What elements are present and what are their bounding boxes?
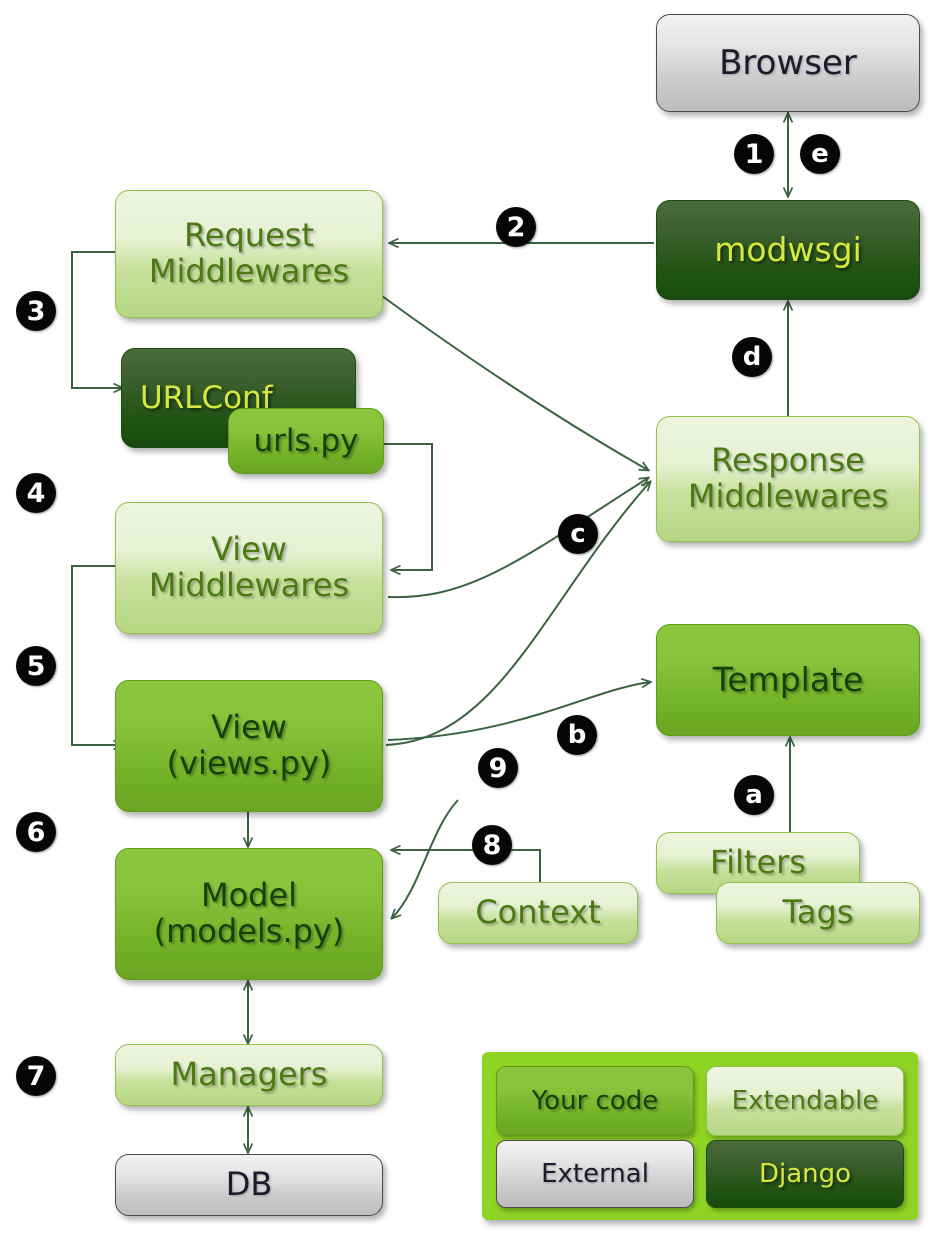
- node-context-label: Context: [475, 893, 601, 932]
- node-browser[interactable]: Browser: [656, 14, 920, 112]
- badge-9: 9: [478, 748, 518, 788]
- wire-view-to-template: [387, 682, 650, 741]
- wire-urlspy-to-view-mw: [384, 443, 433, 570]
- node-model[interactable]: Model (models.py): [115, 848, 383, 980]
- node-view-label: View (views.py): [166, 708, 332, 782]
- legend: Your code Extendable External Django: [482, 1052, 918, 1220]
- badge-7-label: 7: [26, 1060, 46, 1092]
- badge-e: e: [800, 134, 840, 174]
- badge-8-label: 8: [482, 829, 502, 861]
- badge-c-label: c: [570, 519, 586, 549]
- badge-d: d: [732, 337, 772, 377]
- node-request-middlewares[interactable]: Request Middlewares: [115, 190, 383, 318]
- badge-e-label: e: [811, 139, 829, 169]
- legend-item-django[interactable]: Django: [706, 1140, 904, 1208]
- node-urls-py-label: urls.py: [253, 422, 359, 459]
- node-template[interactable]: Template: [656, 624, 920, 736]
- node-db-label: DB: [225, 1165, 273, 1204]
- legend-item-your-code[interactable]: Your code: [496, 1066, 694, 1136]
- wire-view-to-response-mw: [385, 482, 650, 746]
- node-urls-py[interactable]: urls.py: [228, 408, 384, 474]
- badge-4: 4: [16, 473, 56, 513]
- node-view[interactable]: View (views.py): [115, 680, 383, 812]
- badge-a-label: a: [745, 780, 763, 810]
- node-db[interactable]: DB: [115, 1154, 383, 1216]
- node-managers-label: Managers: [170, 1055, 328, 1094]
- legend-item-extendable-label: Extendable: [731, 1086, 879, 1116]
- node-response-middlewares[interactable]: Response Middlewares: [656, 416, 920, 542]
- node-managers[interactable]: Managers: [115, 1044, 383, 1106]
- badge-6-label: 6: [26, 816, 46, 848]
- badge-b-label: b: [567, 720, 587, 750]
- badge-c: c: [558, 514, 598, 554]
- node-request-middlewares-label: Request Middlewares: [148, 216, 350, 290]
- node-view-middlewares[interactable]: View Middlewares: [115, 502, 383, 634]
- node-tags-label: Tags: [782, 893, 854, 932]
- legend-item-extendable[interactable]: Extendable: [706, 1066, 904, 1136]
- node-model-label: Model (models.py): [153, 876, 345, 950]
- badge-a: a: [734, 775, 774, 815]
- badge-9-label: 9: [488, 752, 508, 784]
- node-modwsgi[interactable]: modwsgi: [656, 200, 920, 300]
- node-context[interactable]: Context: [438, 882, 638, 944]
- legend-item-external[interactable]: External: [496, 1140, 694, 1208]
- badge-6: 6: [16, 812, 56, 852]
- badge-2-label: 2: [506, 211, 526, 243]
- legend-item-your-code-label: Your code: [531, 1086, 659, 1116]
- wire-request-mw-to-urlconf: [71, 251, 122, 388]
- badge-1: 1: [734, 134, 774, 174]
- wire-view-mw-to-view: [71, 565, 122, 745]
- badge-8: 8: [472, 825, 512, 865]
- badge-7: 7: [16, 1056, 56, 1096]
- badge-2: 2: [496, 207, 536, 247]
- wire-request-mw-to-response-mw: [381, 295, 648, 470]
- badge-5-label: 5: [26, 650, 46, 682]
- badge-3: 3: [16, 291, 56, 331]
- badge-d-label: d: [742, 342, 762, 372]
- node-tags[interactable]: Tags: [716, 882, 920, 944]
- node-modwsgi-label: modwsgi: [714, 229, 862, 269]
- node-response-middlewares-label: Response Middlewares: [687, 441, 889, 515]
- node-filters-label: Filters: [710, 843, 806, 882]
- legend-item-django-label: Django: [758, 1159, 852, 1189]
- wire-context-to-model: [392, 799, 459, 918]
- badge-b: b: [557, 715, 597, 755]
- node-template-label: Template: [712, 659, 864, 699]
- badge-5: 5: [16, 646, 56, 686]
- legend-item-external-label: External: [541, 1159, 649, 1189]
- badge-3-label: 3: [26, 295, 46, 327]
- wire-view-mw-to-response-mw: [387, 478, 648, 599]
- badge-1-label: 1: [744, 138, 764, 170]
- badge-4-label: 4: [26, 477, 46, 509]
- node-view-middlewares-label: View Middlewares: [148, 530, 350, 604]
- node-browser-label: Browser: [719, 42, 857, 83]
